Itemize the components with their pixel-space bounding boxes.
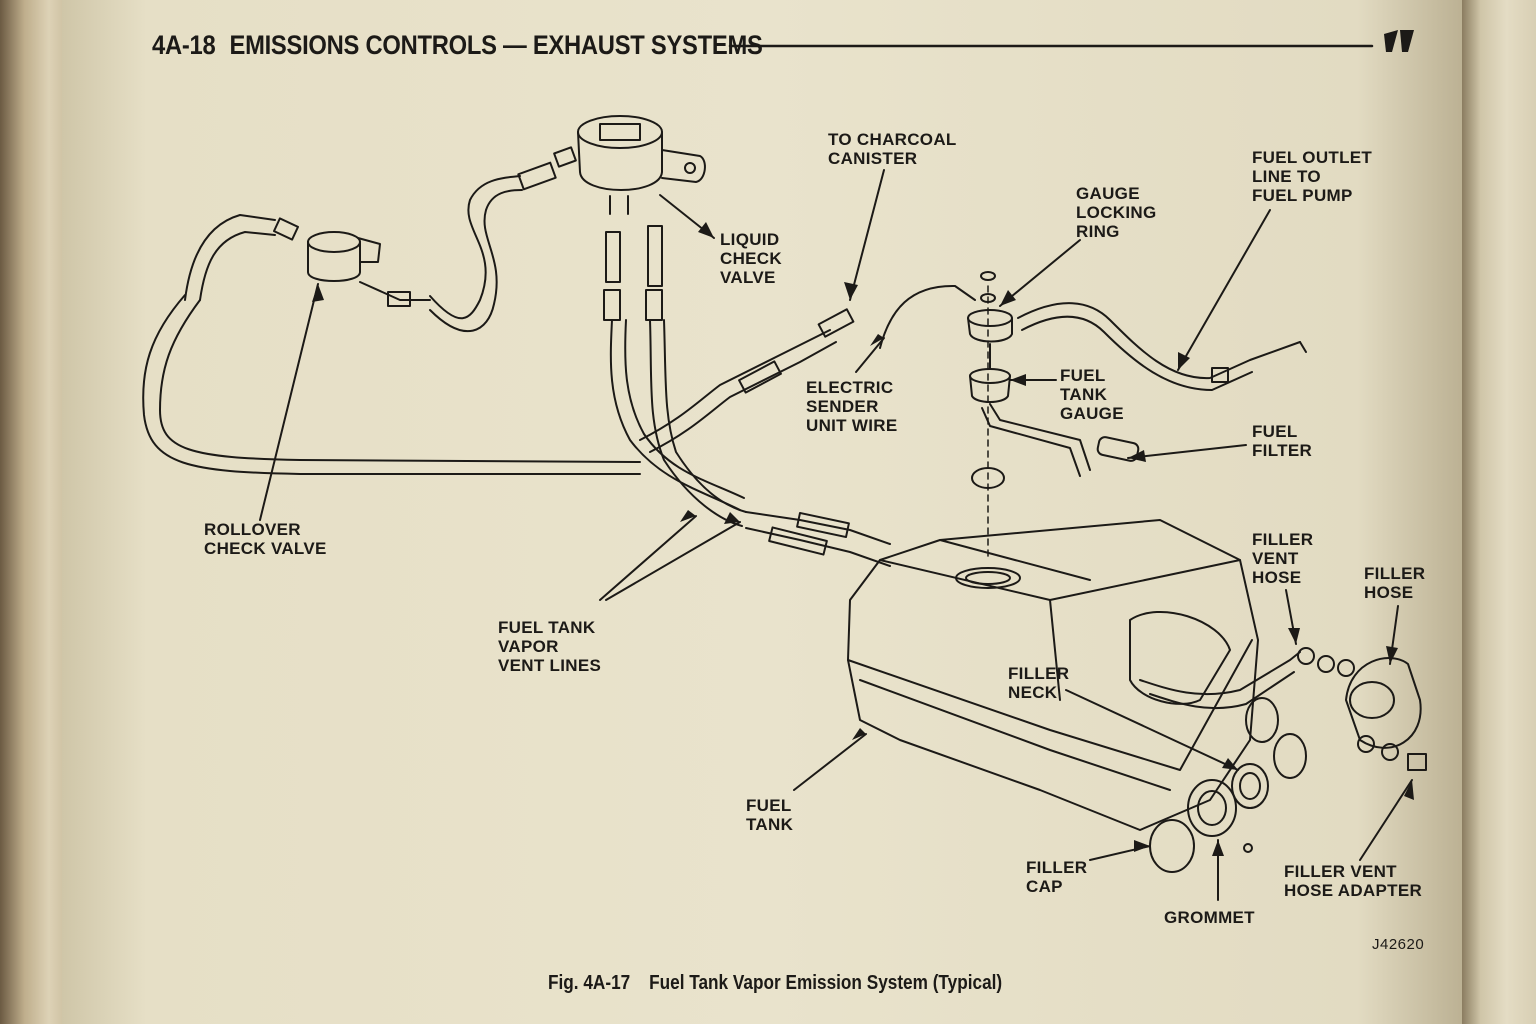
label-fuel-outlet-line: FUEL OUTLET LINE TO FUEL PUMP	[1252, 148, 1373, 205]
liquid-check-valve-part	[577, 115, 706, 321]
vent-line-connectors	[745, 511, 891, 567]
label-fuel-tank-gauge: FUEL TANK GAUGE	[1060, 366, 1124, 423]
fuel-tank-part	[847, 519, 1259, 831]
label-filler-neck: FILLER NECK	[1008, 664, 1070, 702]
label-rollover-check-valve: ROLLOVER CHECK VALVE	[204, 520, 327, 558]
manual-page	[62, 0, 1470, 1024]
label-fuel-filter: FUEL FILTER	[1252, 422, 1313, 460]
next-page-edge	[1462, 0, 1536, 1024]
page-header: 4A-18 EMISSIONS CONTROLS — EXHAUST SYSTEM…	[152, 30, 777, 61]
label-filler-hose: FILLER HOSE	[1364, 564, 1426, 602]
label-fuel-tank: FUEL TANK	[746, 796, 794, 834]
figure-number: Fig. 4A-17	[548, 972, 631, 994]
fuel-tank-gauge-part	[967, 271, 1091, 561]
publisher-logo-icon	[1384, 30, 1414, 52]
page-number: 4A-18	[152, 30, 216, 60]
label-liquid-check-valve: LIQUID CHECK VALVE	[720, 230, 782, 287]
label-to-charcoal-canister: TO CHARCOAL CANISTER	[828, 130, 957, 168]
figure-title: Fuel Tank Vapor Emission System (Typical…	[649, 972, 1003, 994]
label-electric-sender-unit-wire: ELECTRIC SENDER UNIT WIRE	[806, 378, 898, 435]
figure-caption: Fig. 4A-17 Fuel Tank Vapor Emission Syste…	[548, 972, 1021, 995]
filler-neck-parts	[1149, 697, 1307, 873]
label-fuel-tank-vapor-vent-lines: FUEL TANK VAPOR VENT LINES	[498, 618, 602, 675]
electric-sender-wire	[879, 284, 976, 349]
vent-lines	[609, 308, 855, 527]
fuel-filter-part	[1096, 436, 1140, 462]
filler-hose-assembly	[1139, 647, 1427, 771]
book-spine-pages	[0, 0, 70, 1024]
vapor-line-loop	[142, 214, 641, 475]
label-grommet: GROMMET	[1164, 908, 1255, 927]
label-filler-vent-hose: FILLER VENT HOSE	[1252, 530, 1314, 587]
section-title: EMISSIONS CONTROLS — EXHAUST SYSTEMS	[229, 30, 763, 60]
fuel-outlet-line	[1017, 302, 1307, 391]
label-filler-cap: FILLER CAP	[1026, 858, 1088, 896]
rollover-check-valve-part	[272, 217, 431, 307]
label-gauge-locking-ring: GAUGE LOCKING RING	[1076, 184, 1157, 241]
vapor-line-upper	[429, 146, 577, 333]
label-filler-vent-hose-adapter: FILLER VENT HOSE ADAPTER	[1284, 862, 1423, 900]
figure-code: J42620	[1372, 936, 1425, 953]
leader-arrowheads	[312, 222, 1414, 856]
